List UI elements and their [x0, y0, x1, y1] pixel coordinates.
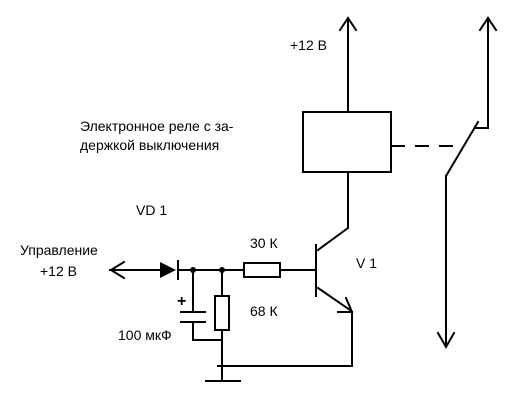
capacitor-label: 100 мкФ [118, 327, 172, 343]
resistor-base [243, 262, 281, 278]
diode-label: VD 1 [136, 202, 167, 218]
diode-vd1 [160, 260, 179, 280]
collector-lead [316, 226, 350, 252]
emitter-lead [316, 286, 354, 313]
emitter-ground-wire [217, 311, 353, 367]
transistor-label: V 1 [356, 255, 377, 271]
title-line-2: держкой выключения [80, 137, 219, 153]
resistor-base-label: 30 К [250, 235, 278, 251]
control-input-arrow [109, 260, 161, 280]
control-label-2: +12 В [40, 263, 77, 279]
resistor-shunt [214, 269, 230, 381]
resistor-shunt-label: 68 К [250, 303, 278, 319]
capacitor-polarity: + [177, 293, 186, 310]
control-label-1: Управление [20, 242, 98, 258]
relay-coil [302, 111, 392, 173]
capacitor [180, 269, 223, 341]
relay-switch-contact [436, 16, 498, 350]
title-line-1: Электронное реле с за- [80, 118, 234, 134]
supply-label: +12 В [290, 37, 327, 53]
supply-arrow [338, 16, 358, 113]
